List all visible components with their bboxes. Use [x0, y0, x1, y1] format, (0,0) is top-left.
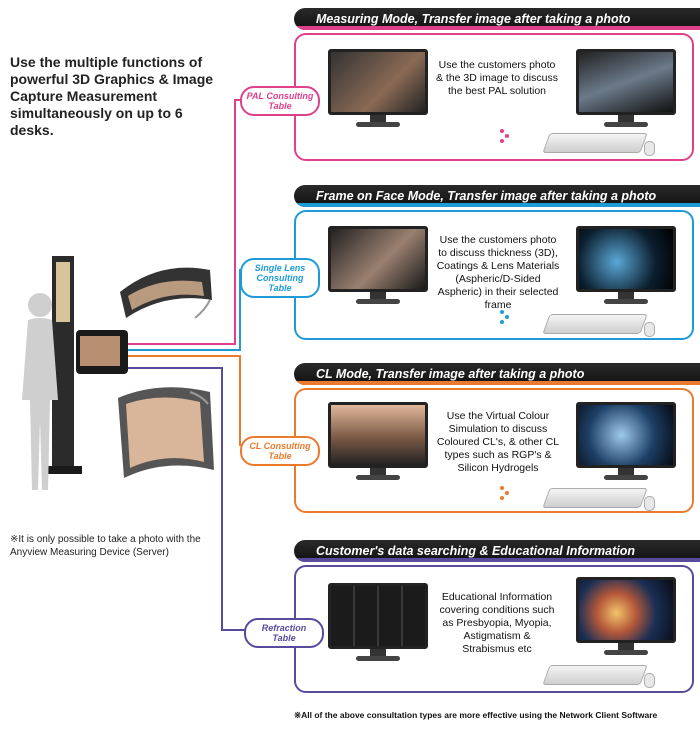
monitor-left — [328, 226, 428, 306]
server-note: ※It is only possible to take a photo wit… — [10, 534, 201, 558]
section-header-measuring: Measuring Mode, Transfer image after tak… — [294, 8, 700, 30]
section-panel-cl-mode: Use the Virtual Colour Simulation to dis… — [294, 388, 694, 513]
keyboard-icon — [542, 665, 648, 685]
section-description: Use the customers photo to discuss thick… — [436, 234, 560, 311]
section-header-frame-on-face: Frame on Face Mode, Transfer image after… — [294, 185, 700, 207]
monitor-right — [576, 577, 676, 657]
tag-single-lens-consulting: Single Lens Consulting Table — [240, 258, 320, 298]
footer-note: ※All of the above consultation types are… — [294, 710, 658, 720]
photo-strip-bottom — [118, 387, 214, 478]
mouse-icon — [644, 141, 655, 156]
tag-cl-consulting: CL Consulting Table — [240, 436, 320, 466]
photo-strip-top — [120, 267, 212, 318]
section-description: Educational Information covering conditi… — [439, 591, 555, 655]
tag-pal-consulting: PAL Consulting Table — [240, 86, 320, 116]
monitor-right — [576, 49, 676, 129]
monitor-left — [328, 583, 428, 663]
keyboard-icon — [542, 133, 648, 153]
section-panel-data-searching: Educational Information covering conditi… — [294, 565, 694, 693]
section-header-data-searching: Customer's data searching & Educational … — [294, 540, 700, 562]
tag-refraction: Refraction Table — [244, 618, 324, 648]
monitor-left — [328, 49, 428, 129]
keyboard-icon — [542, 488, 648, 508]
keyboard-icon — [542, 314, 648, 334]
customer-silhouette — [22, 293, 58, 490]
arrow-icon — [500, 486, 514, 500]
mouse-icon — [644, 322, 655, 337]
section-panel-frame-on-face: Use the customers photo to discuss thick… — [294, 210, 694, 340]
section-description: Use the Virtual Colour Simulation to dis… — [436, 410, 560, 474]
measuring-device-illustration — [44, 256, 128, 474]
monitor-right — [576, 226, 676, 306]
section-header-cl-mode: CL Mode, Transfer image after taking a p… — [294, 363, 700, 385]
section-description: Use the customers photo & the 3D image t… — [436, 59, 558, 97]
monitor-left — [328, 402, 428, 482]
mouse-icon — [644, 496, 655, 511]
section-panel-measuring: Use the customers photo & the 3D image t… — [294, 33, 694, 161]
arrow-icon — [500, 310, 514, 324]
monitor-right — [576, 402, 676, 482]
mouse-icon — [644, 673, 655, 688]
arrow-icon — [500, 129, 514, 143]
intro-text: Use the multiple functions of powerful 3… — [10, 54, 214, 138]
